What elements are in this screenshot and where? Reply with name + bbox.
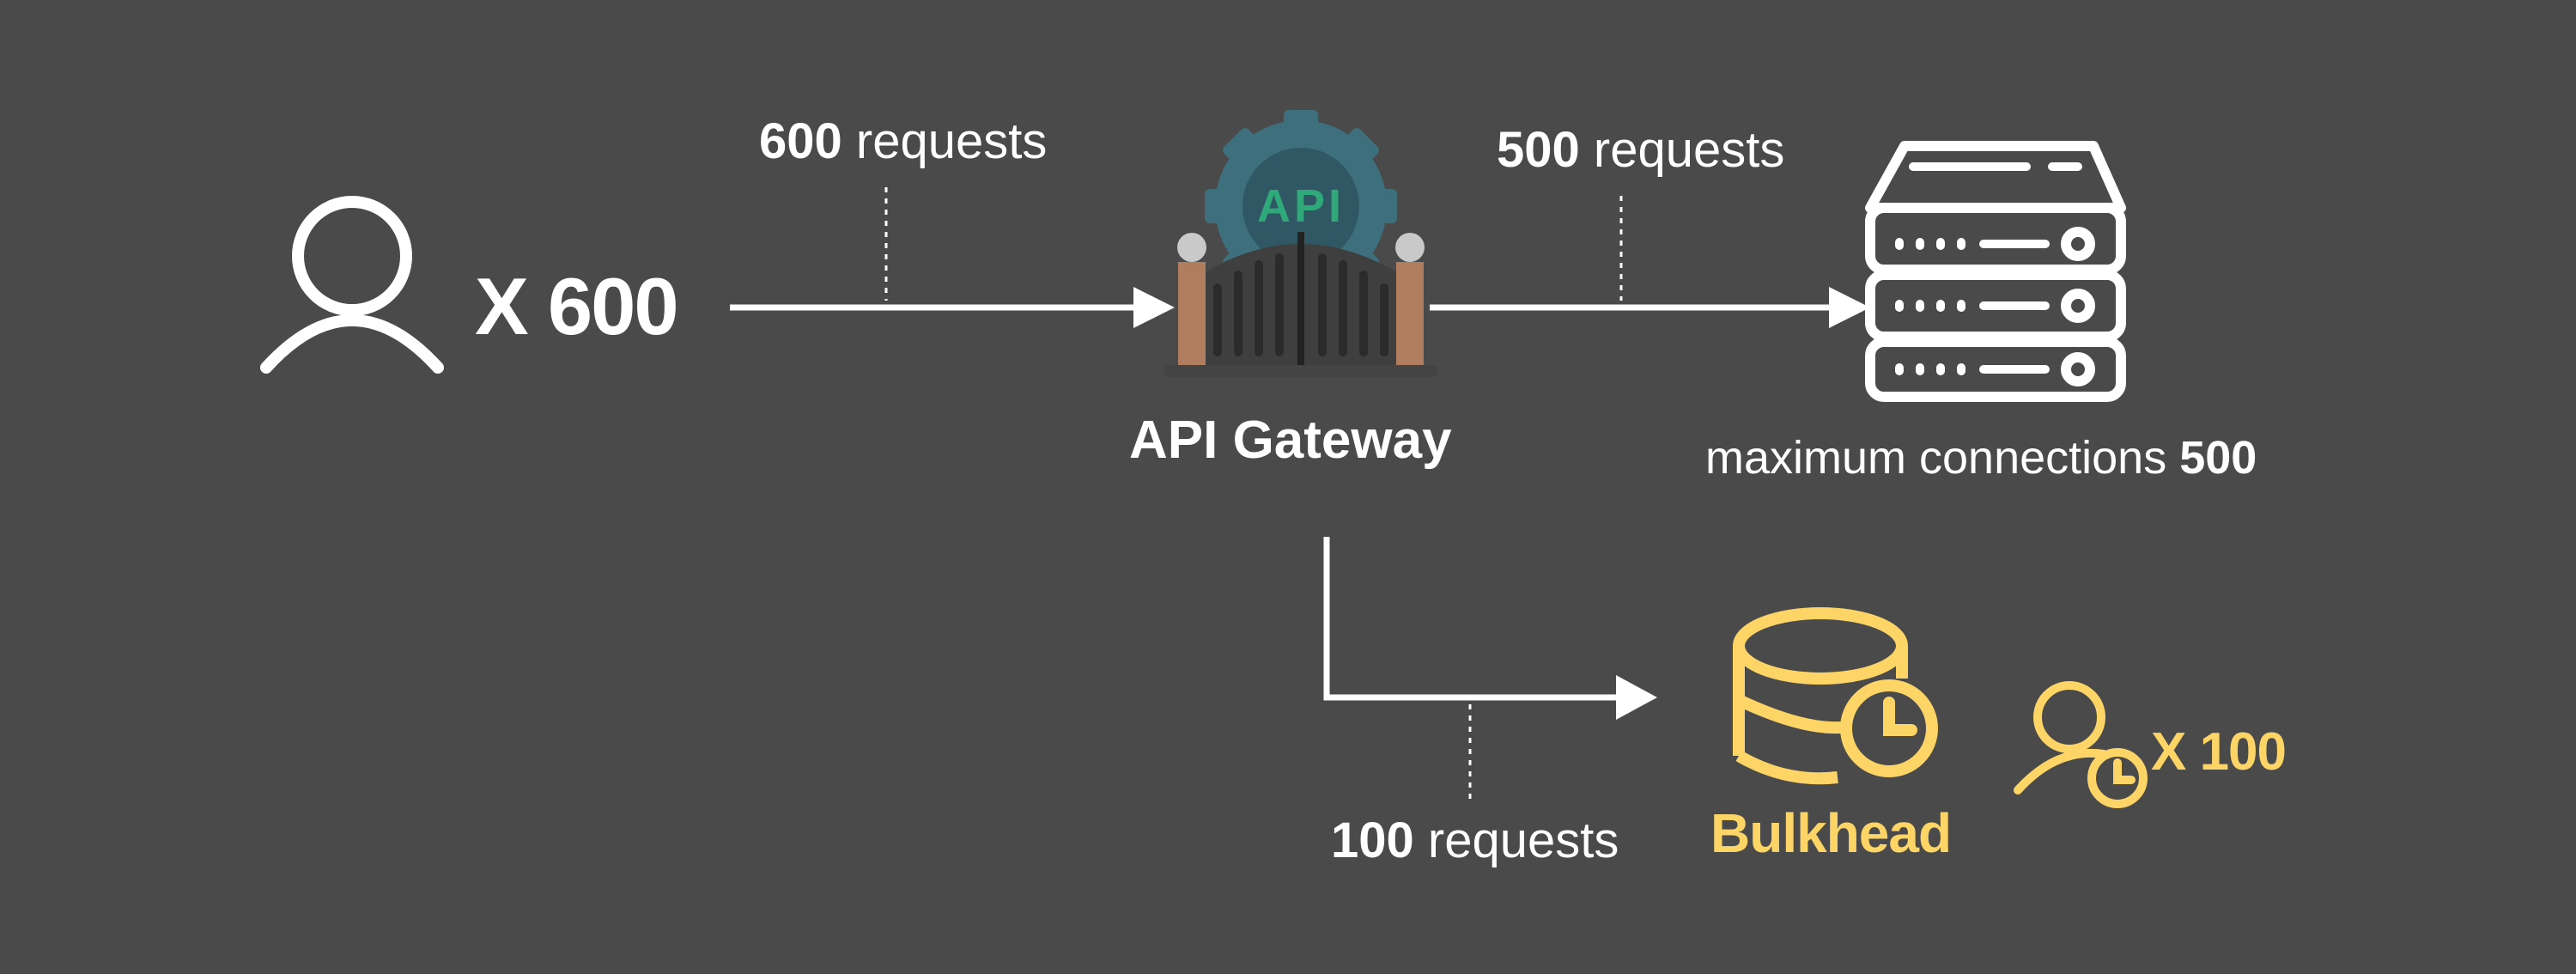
arrow-client-to-gateway — [730, 287, 1175, 328]
server-caption: maximum connections 500 — [1705, 435, 2257, 481]
arrow-gateway-to-server — [1430, 287, 1870, 328]
edge-out-unit: requests — [1593, 122, 1785, 178]
arrow-head-bulkhead — [1616, 675, 1657, 720]
edge-in-count: 600 — [759, 113, 842, 169]
server-caption-prefix: maximum connections — [1705, 432, 2167, 484]
server-rack-icon — [1865, 141, 2126, 402]
client-count-label: X 600 — [475, 261, 679, 351]
edge-overflow-unit: requests — [1427, 813, 1619, 868]
bulkhead-label: Bulkhead — [1710, 802, 1952, 864]
edge-out-count: 500 — [1497, 122, 1580, 178]
arrow-gateway-to-bulkhead — [1323, 537, 1621, 701]
edge-in-unit: requests — [855, 113, 1048, 169]
gateway-label: API Gateway — [1129, 411, 1452, 470]
edge-in-label: 600 requests — [759, 117, 1047, 167]
edge-out-label: 500 requests — [1497, 125, 1784, 175]
api-gateway-icon: API — [1163, 110, 1438, 377]
database-clock-icon — [1733, 607, 1938, 785]
api-logo-text: API — [1257, 180, 1345, 232]
bulkhead-queued-count: X 100 — [2151, 722, 2287, 782]
server-caption-value: 500 — [2179, 432, 2257, 484]
edge-overflow-label: 100 requests — [1331, 816, 1619, 866]
user-clock-icon — [2014, 681, 2148, 808]
user-icon — [260, 196, 444, 374]
edge-overflow-count: 100 — [1331, 813, 1414, 868]
